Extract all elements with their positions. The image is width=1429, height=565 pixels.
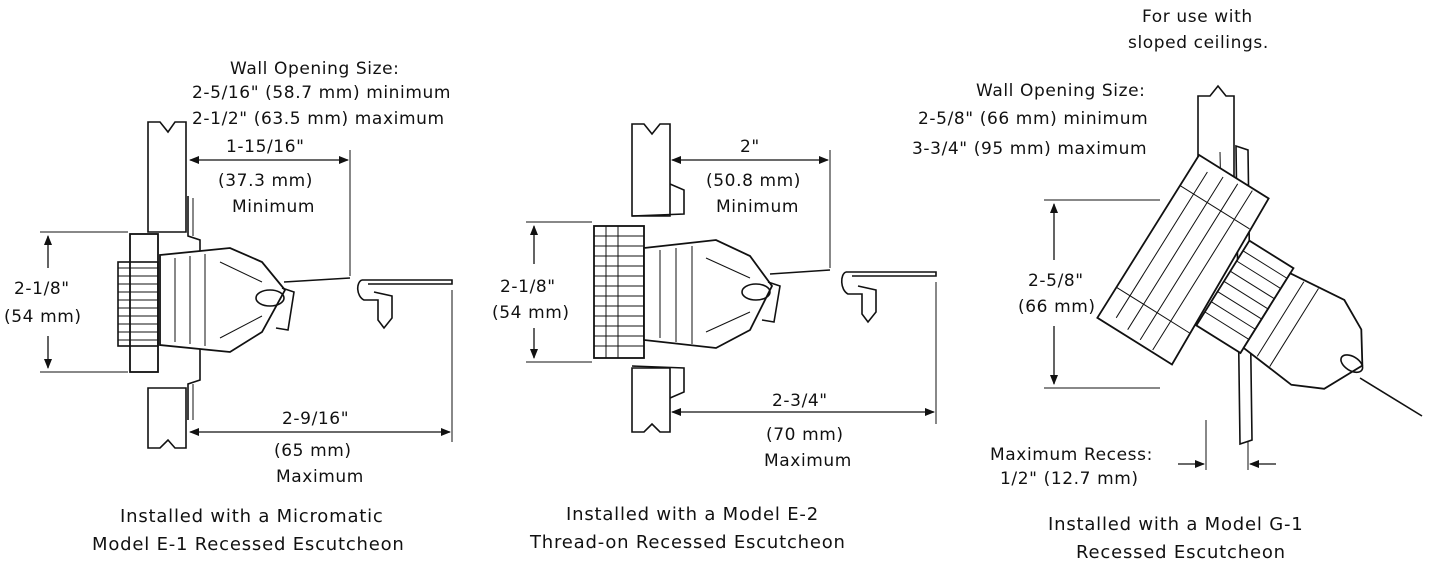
middle-caption-line1: Installed with a Model E-2 [566, 504, 819, 525]
right-wall-opening-max: 3-3/4" (95 mm) maximum [912, 139, 1147, 159]
left-wall-opening-min: 2-5/16" (58.7 mm) minimum [192, 83, 451, 103]
middle-dim-max-word: Maximum [764, 451, 852, 471]
right-note-line1: For use with [1142, 7, 1253, 27]
left-escutcheon-plate [356, 279, 453, 330]
middle-dim-max-mm: (70 mm) [766, 425, 844, 445]
right-dim-height-in: 2-5/8" [1028, 271, 1084, 291]
left-caption-line1: Installed with a Micromatic [120, 506, 384, 527]
left-wall-upper [147, 121, 187, 233]
right-caption-line1: Installed with a Model G-1 [1048, 514, 1304, 535]
right-dim-height-mm: (66 mm) [1018, 297, 1096, 317]
middle-dim-min-mm: (50.8 mm) [706, 171, 801, 191]
right-recess-title: Maximum Recess: [990, 445, 1153, 465]
left-dim-height-mm: (54 mm) [4, 307, 82, 327]
right-recess-value: 1/2" (12.7 mm) [1000, 469, 1139, 489]
left-diagram [40, 121, 453, 449]
right-diagram [1044, 84, 1423, 470]
right-wall-opening-min: 2-5/8" (66 mm) minimum [918, 109, 1148, 129]
right-sprinkler [1096, 153, 1364, 390]
left-dim-height-in: 2-1/8" [14, 279, 70, 299]
left-dim-max-in: 2-9/16" [282, 409, 349, 429]
middle-sprinkler-thread [593, 225, 645, 359]
middle-caption-line2: Thread-on Recessed Escutcheon [529, 532, 846, 553]
left-sprinkler-thread [117, 233, 159, 373]
left-dim-min-mm: (37.3 mm) [218, 171, 313, 191]
left-sprinkler-body [159, 247, 295, 353]
left-dim-min-in: 1-15/16" [226, 137, 305, 157]
middle-dim-height-in: 2-1/8" [500, 277, 556, 297]
middle-wall-lower [631, 367, 671, 433]
right-wall-opening-title: Wall Opening Size: [976, 81, 1146, 101]
middle-dim-max-in: 2-3/4" [772, 391, 828, 411]
left-dim-min-word: Minimum [232, 197, 315, 217]
middle-dim-min-in: 2" [740, 137, 760, 157]
middle-sprinkler-body [643, 239, 781, 349]
middle-escutcheon-plate [840, 271, 937, 324]
left-wall-lower [147, 387, 187, 449]
right-caption-line2: Recessed Escutcheon [1076, 542, 1286, 563]
middle-dim-min-word: Minimum [716, 197, 799, 217]
left-dim-max-word: Maximum [276, 467, 364, 487]
left-wall-opening-max: 2-1/2" (63.5 mm) maximum [192, 109, 445, 129]
right-note-line2: sloped ceilings. [1128, 33, 1269, 53]
middle-diagram [526, 123, 937, 433]
left-wall-opening-title: Wall Opening Size: [230, 59, 400, 79]
middle-dim-height-mm: (54 mm) [492, 303, 570, 323]
middle-wall-upper [631, 123, 671, 217]
left-caption-line2: Model E-1 Recessed Escutcheon [92, 534, 405, 555]
left-dim-max-mm: (65 mm) [274, 441, 352, 461]
